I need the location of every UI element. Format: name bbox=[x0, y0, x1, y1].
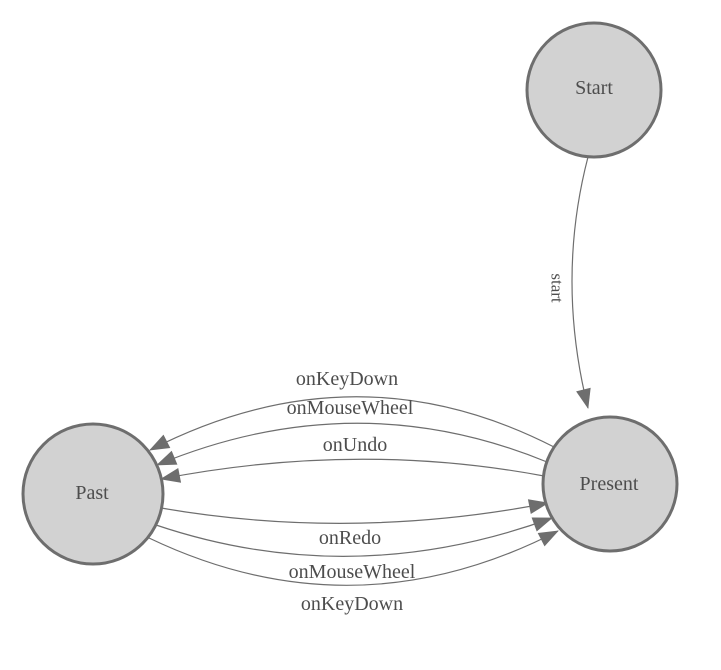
edge-present-to-past-onundo[interactable] bbox=[160, 458, 545, 483]
edge-present-to-past-onmousewheel[interactable] bbox=[156, 422, 548, 466]
edge-present-to-past-onkeydown[interactable] bbox=[149, 396, 555, 451]
edge-past-to-present-onkeydown[interactable] bbox=[148, 530, 559, 586]
edge-past-to-present-onredo[interactable] bbox=[160, 499, 549, 524]
edge-label-onkeydown-bottom: onKeyDown bbox=[300, 593, 404, 615]
node-start[interactable] bbox=[525, 21, 663, 159]
edge-label-start: start bbox=[547, 273, 567, 303]
edge-label-onmousewheel-bottom: onMouseWheel bbox=[288, 561, 416, 583]
node-present[interactable] bbox=[541, 415, 679, 553]
edge-label-onredo: onRedo bbox=[318, 527, 382, 549]
edge-label-onundo: onUndo bbox=[322, 434, 388, 456]
edge-label-onkeydown-top: onKeyDown bbox=[295, 368, 399, 390]
node-start-label: Start bbox=[575, 77, 613, 99]
edge-past-to-present-onmousewheel[interactable] bbox=[155, 517, 553, 557]
node-past[interactable] bbox=[21, 422, 165, 566]
node-present-label: Present bbox=[579, 473, 639, 495]
edge-label-onmousewheel-top: onMouseWheel bbox=[286, 397, 414, 419]
edge-start-to-present[interactable] bbox=[571, 156, 591, 409]
node-past-label: Past bbox=[75, 482, 109, 504]
